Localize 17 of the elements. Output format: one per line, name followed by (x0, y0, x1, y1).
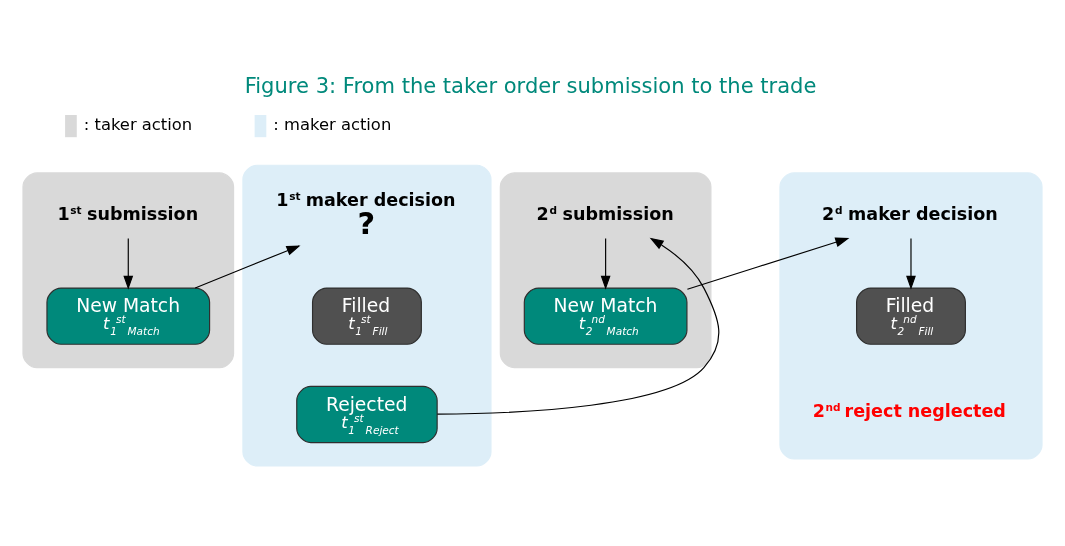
node-text: 2$^{d}$ submission (536, 203, 674, 224)
arrow (906, 237, 916, 290)
arrow (436, 237, 720, 415)
cluster (499, 171, 712, 368)
node-text: 2$^{d}$ maker decision (822, 203, 998, 224)
arrow (194, 244, 301, 289)
arrow (600, 237, 611, 290)
arrow (123, 237, 134, 290)
cluster (779, 171, 1043, 460)
legend-label: : maker action (273, 114, 392, 134)
legend-label: : taker action (83, 114, 193, 134)
node-label: 2$^{nd}$ reject neglected (812, 400, 1006, 421)
cluster (242, 164, 492, 467)
arrow (686, 237, 850, 290)
diagram-title: Figure 3: From the taker order submission to the trade (244, 72, 817, 98)
node-text: 1$^{st}$ submission (57, 203, 199, 224)
cluster (22, 171, 235, 368)
